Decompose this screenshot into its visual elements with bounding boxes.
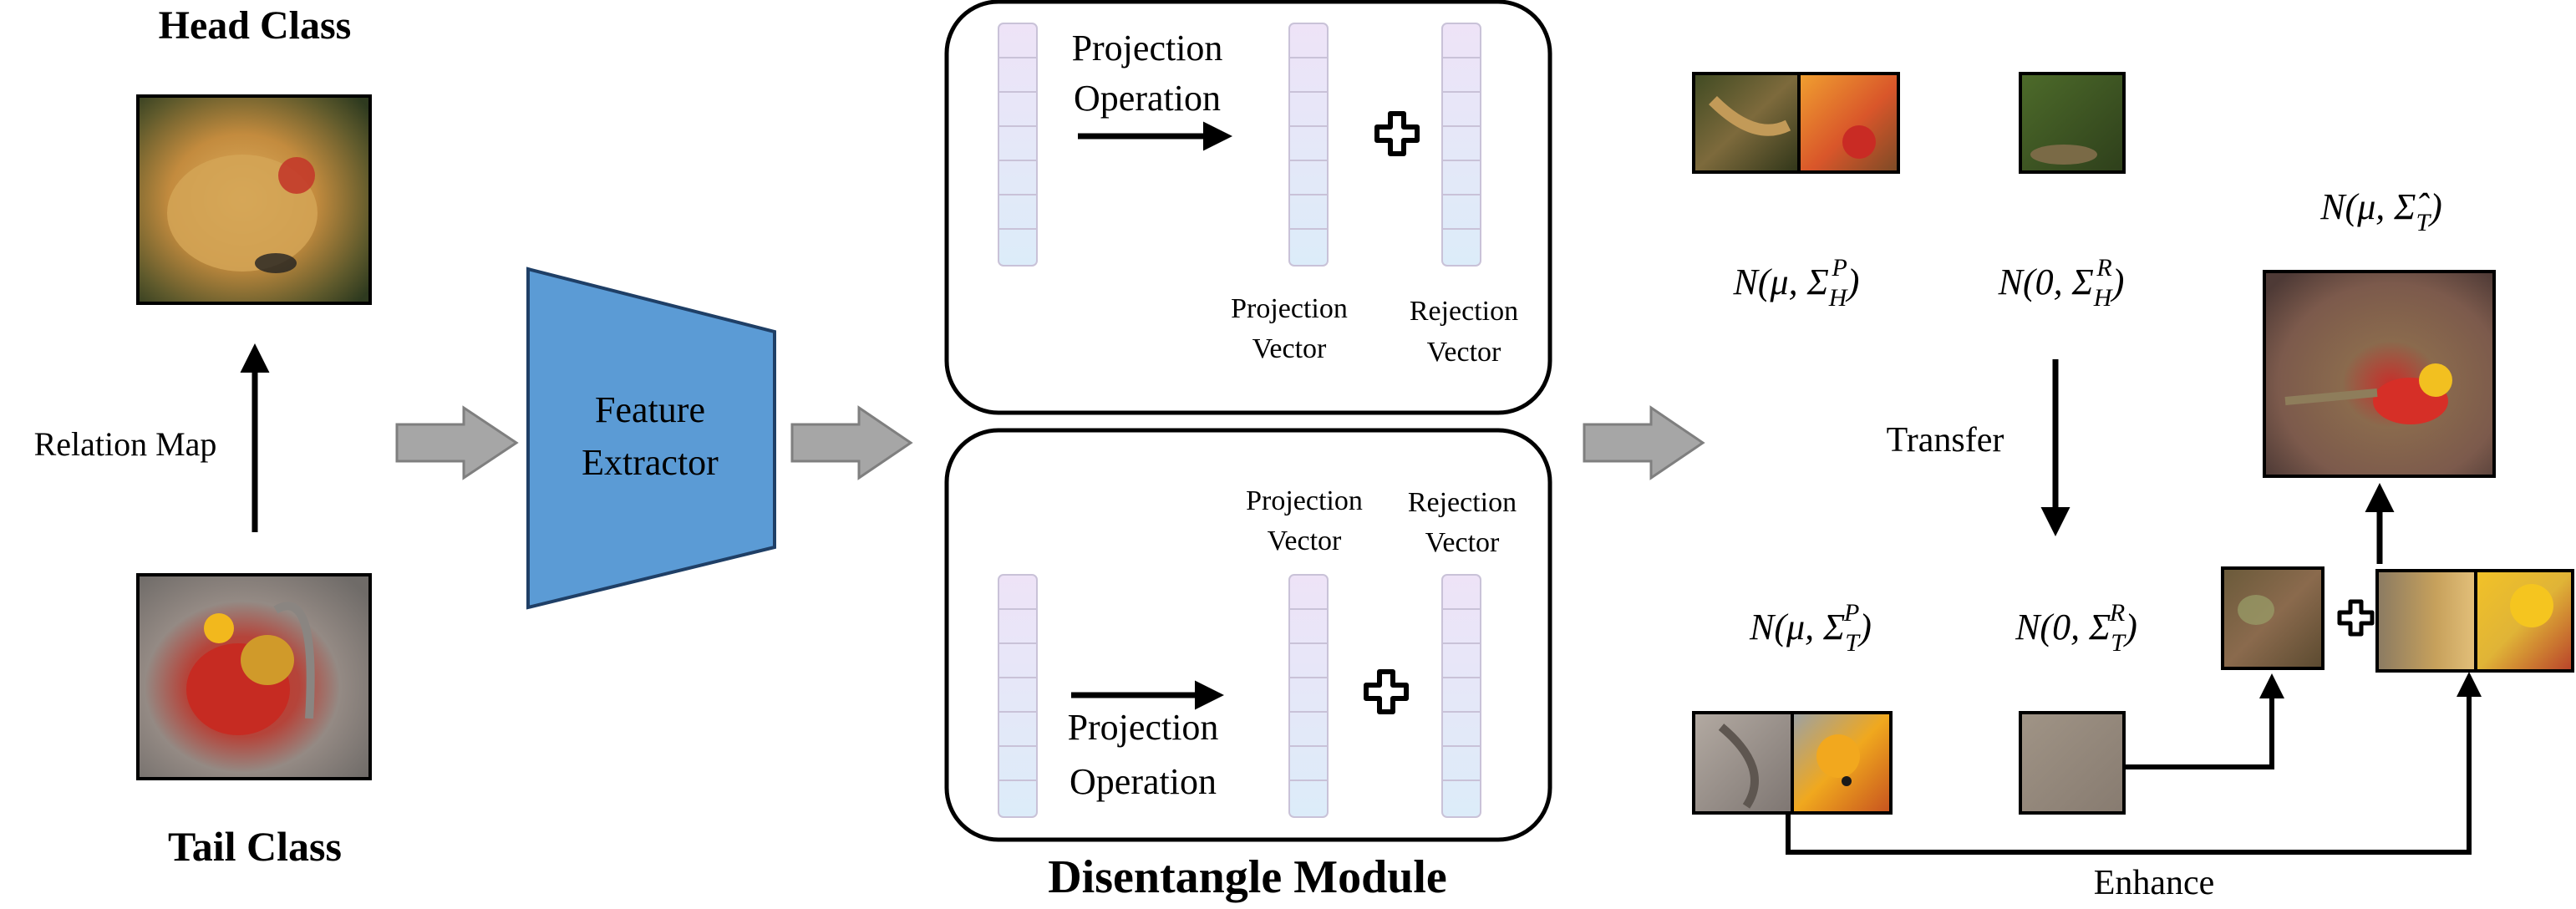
- head-class-image: [136, 94, 372, 305]
- combined-projection-image: [2375, 569, 2574, 673]
- projection-vector-bottom-label-line1: Projection: [1246, 485, 1363, 516]
- relation-map-label: Relation Map: [34, 425, 217, 463]
- tail-class-image: [136, 573, 372, 780]
- rejection-vector-top: [1441, 23, 1481, 267]
- enhanced-tail-image: [2263, 270, 2496, 478]
- block-arrow-1: [395, 405, 519, 480]
- block-arrow-3: [1583, 405, 1705, 480]
- svg-text:N(0, ΣHR): N(0, ΣHR): [1998, 254, 2125, 312]
- input-vector-bottom: [998, 574, 1038, 818]
- input-vector-top: [998, 23, 1038, 267]
- enhance-connector: [1786, 672, 2482, 855]
- tail-class-title: Tail Class: [168, 823, 342, 870]
- tail-rejection-image: [2019, 711, 2126, 815]
- feature-extractor-label-line1: Feature: [595, 389, 705, 430]
- svg-text:N(0, ΣTR): N(0, ΣTR): [2015, 599, 2137, 657]
- projection-vector-top-label-line2: Vector: [1252, 333, 1327, 364]
- plus-icon: [1374, 111, 1420, 156]
- feature-extractor: [526, 267, 776, 610]
- tail-projection-distribution: N(μ, ΣTP): [1749, 599, 1872, 657]
- tail-projection-image: [1692, 711, 1893, 815]
- rejection-connector: [2124, 673, 2284, 769]
- enhanced-distribution: N(μ, Σ̂T): [2319, 186, 2442, 236]
- rejection-vector-top-label-line2: Vector: [1427, 337, 1501, 368]
- plus-icon: [1364, 669, 1409, 714]
- svg-text:N(μ, Σ̂T): N(μ, Σ̂T): [2319, 186, 2442, 236]
- transferred-rejection-image: [2221, 566, 2324, 670]
- svg-text:N(μ, ΣTP): N(μ, ΣTP): [1749, 599, 1872, 657]
- block-arrow-2: [790, 405, 913, 480]
- projection-vector-top: [1288, 23, 1329, 267]
- projection-operation-top-line2: Operation: [1074, 78, 1221, 119]
- plus-icon: [2337, 599, 2375, 637]
- rejection-vector-bottom-label-line1: Rejection: [1408, 487, 1517, 518]
- projection-vector-bottom: [1288, 574, 1329, 818]
- head-projection-image: [1692, 72, 1900, 174]
- disentangle-top-box: [944, 0, 1552, 415]
- head-rejection-image: [2019, 72, 2126, 174]
- projection-operation-bottom-line2: Operation: [1070, 761, 1217, 802]
- svg-text:N(μ, ΣHP): N(μ, ΣHP): [1733, 254, 1860, 312]
- projection-operation-bottom-line1: Projection: [1068, 707, 1219, 748]
- head-projection-distribution: N(μ, ΣHP): [1733, 254, 1860, 312]
- projection-vector-bottom-label-line2: Vector: [1268, 526, 1342, 556]
- enhance-label: Enhance: [2094, 864, 2215, 902]
- feature-extractor-label-line2: Extractor: [582, 442, 719, 483]
- rejection-vector-bottom: [1441, 574, 1481, 818]
- head-class-title: Head Class: [159, 3, 352, 48]
- transfer-label: Transfer: [1887, 421, 2004, 460]
- rejection-vector-bottom-label-line2: Vector: [1425, 527, 1500, 558]
- projection-operation-top-line1: Projection: [1072, 28, 1223, 69]
- projection-vector-top-label-line1: Projection: [1231, 293, 1348, 324]
- rejection-vector-top-label-line1: Rejection: [1410, 296, 1518, 327]
- tail-rejection-distribution: N(0, ΣTR): [2015, 599, 2137, 657]
- disentangle-module-title: Disentangle Module: [1048, 851, 1447, 903]
- disentangle-bottom-box: [944, 428, 1552, 842]
- head-rejection-distribution: N(0, ΣHR): [1998, 254, 2125, 312]
